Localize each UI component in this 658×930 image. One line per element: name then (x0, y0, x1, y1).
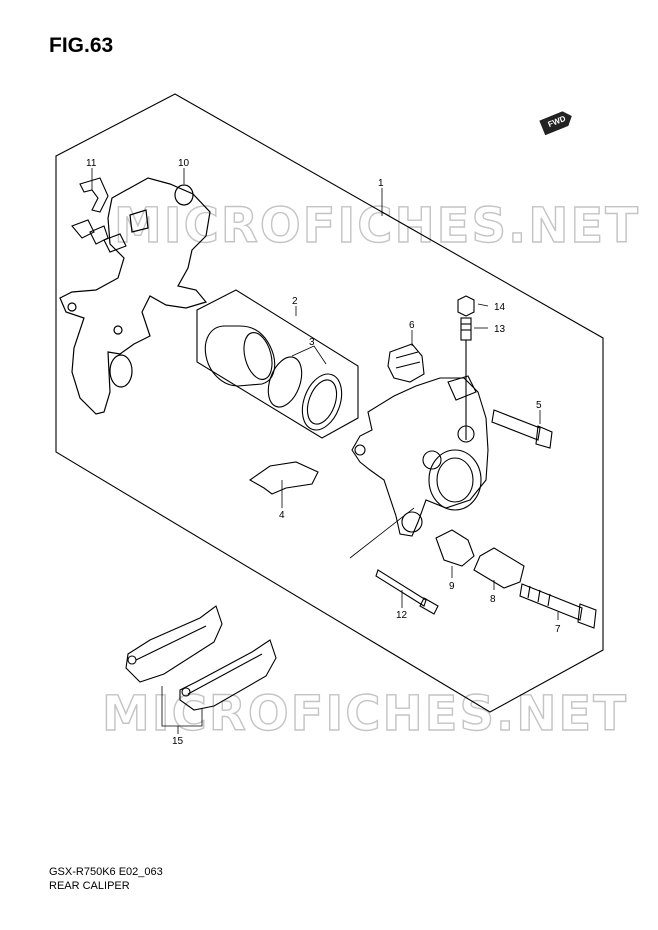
brake-pads (125, 605, 277, 711)
callout-4: 4 (279, 510, 285, 521)
sleeve (473, 547, 525, 589)
callout-15: 15 (172, 736, 184, 747)
callout-7: 7 (555, 624, 561, 635)
model-code: GSX-R750K6 E02_063 (49, 866, 163, 878)
piston (204, 325, 276, 387)
callout-13: 13 (494, 324, 506, 335)
assembly-outline (55, 93, 604, 713)
callout-9: 9 (449, 581, 455, 592)
part-name: REAR CALIPER (49, 880, 130, 892)
callout-6: 6 (409, 320, 415, 331)
pin-boot (435, 529, 475, 567)
callout-14: 14 (494, 302, 506, 313)
callout-3: 3 (309, 337, 315, 348)
bleeder-screw (460, 317, 472, 440)
callout-10: 10 (178, 158, 190, 169)
piston-subassembly-outline (196, 289, 359, 439)
watermark-top: MICROFICHES.NET (113, 197, 640, 254)
pad-shim (248, 461, 319, 495)
piston-seal (267, 356, 303, 408)
caliper-body (351, 375, 489, 537)
callout-5: 5 (536, 400, 542, 411)
pad-pin (375, 569, 439, 615)
caliper-bolt-5 (491, 409, 553, 449)
pad-spring-clips (71, 177, 127, 253)
boot (387, 343, 425, 383)
caliper-bolt-7 (519, 583, 597, 629)
callout-2: 2 (292, 296, 298, 307)
callout-12: 12 (396, 610, 408, 621)
bleeder-cap (457, 295, 475, 317)
figure-title: FIG.63 (49, 34, 114, 57)
callout-8: 8 (490, 594, 496, 605)
callout-11: 11 (86, 158, 97, 169)
callout-1: 1 (378, 178, 384, 189)
dust-seal (301, 373, 343, 431)
caliper-bracket (59, 177, 211, 415)
